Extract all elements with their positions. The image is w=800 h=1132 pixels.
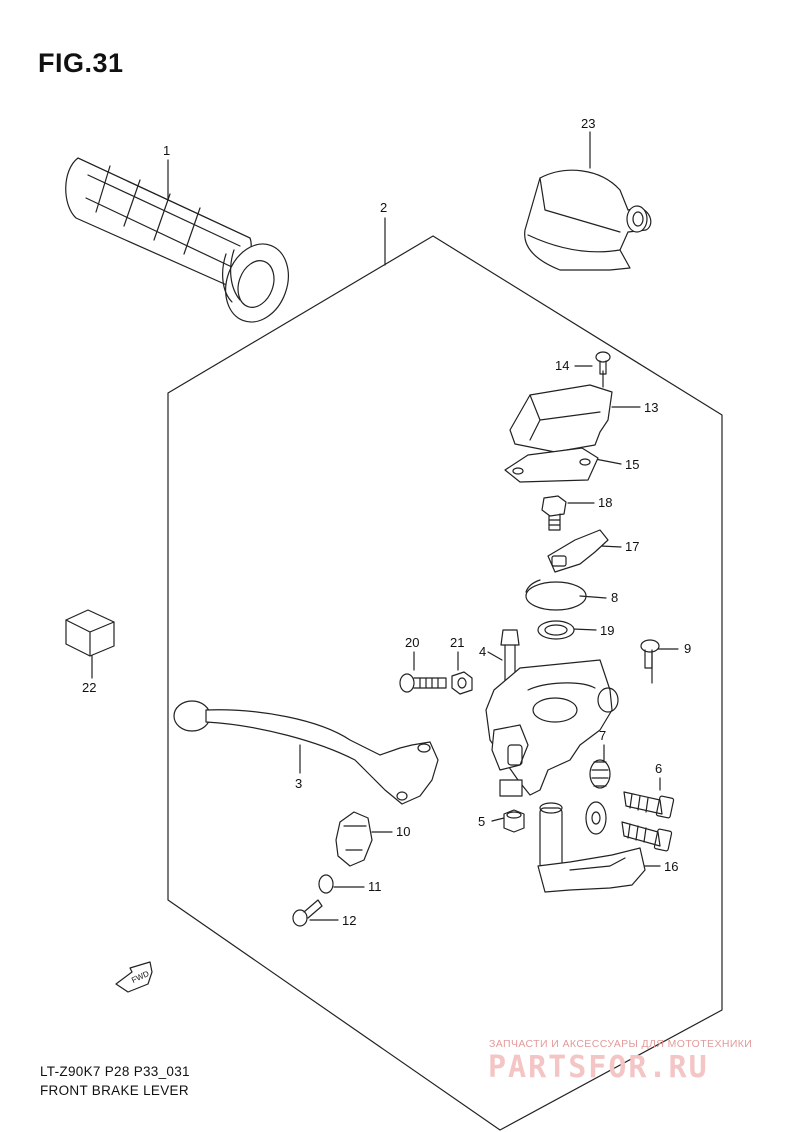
callout-1: 1 [163, 143, 170, 158]
callout-15: 15 [625, 457, 639, 472]
callout-9: 9 [684, 641, 691, 656]
seal-ring [537, 620, 575, 640]
watermark-tagline: ЗАПЧАСТИ И АКСЕССУАРЫ ДЛЯ МОТОТЕХНИКИ [489, 1038, 753, 1050]
callout-13: 13 [644, 400, 658, 415]
callout-10: 10 [396, 824, 410, 839]
brake-switch [335, 811, 373, 867]
handlebar-grip [65, 157, 289, 323]
nut-21 [451, 671, 473, 695]
callout-8: 8 [611, 590, 618, 605]
adjuster-wheel [589, 759, 611, 789]
circlip [525, 579, 587, 611]
watermark-logo: PARTSFOR.RU [488, 1050, 709, 1085]
callout-7: 7 [599, 728, 606, 743]
spacer-11 [318, 874, 334, 894]
callout-16: 16 [664, 859, 678, 874]
brake-lever [173, 700, 439, 805]
adjuster-screw-2 [621, 821, 673, 852]
callout-2: 2 [380, 200, 387, 215]
callout-11: 11 [368, 879, 382, 894]
callout-17: 17 [625, 539, 639, 554]
callout-23: 23 [581, 116, 595, 131]
master-cylinder-body [485, 659, 619, 797]
screw-9 [640, 639, 660, 669]
callout-22: 22 [82, 680, 96, 695]
bolt-18 [541, 495, 567, 531]
assembly-outline [167, 235, 723, 1131]
forward-arrow-icon [115, 961, 153, 993]
model-code: LT-Z90K7 P28 P33_031 [40, 1064, 190, 1079]
part-name: FRONT BRAKE LEVER [40, 1083, 189, 1098]
callout-18: 18 [598, 495, 612, 510]
rubber-block [65, 609, 115, 657]
screw-14 [595, 351, 611, 375]
washer [585, 801, 607, 835]
callout-3: 3 [295, 776, 302, 791]
callout-5: 5 [478, 814, 485, 829]
reservoir-cap [509, 384, 613, 453]
adjuster-screw-6 [623, 791, 675, 819]
callout-19: 19 [600, 623, 614, 638]
bolt-20 [399, 673, 447, 693]
switch-bracket [547, 529, 609, 573]
callout-14: 14 [555, 358, 569, 373]
callout-4: 4 [479, 644, 486, 659]
callout-6: 6 [655, 761, 662, 776]
screw-12 [292, 899, 323, 927]
nut-5 [503, 809, 525, 833]
callout-21: 21 [450, 635, 464, 650]
diaphragm-plate [504, 447, 599, 483]
reservoir-cover [524, 169, 652, 271]
callout-20: 20 [405, 635, 419, 650]
callout-labels: 1 2 3 4 5 6 7 8 9 10 11 12 13 14 15 16 1… [82, 116, 691, 928]
mount-bracket [537, 802, 646, 893]
pivot-bolt [500, 629, 520, 686]
figure-title: FIG.31 [38, 48, 124, 78]
callout-12: 12 [342, 913, 356, 928]
